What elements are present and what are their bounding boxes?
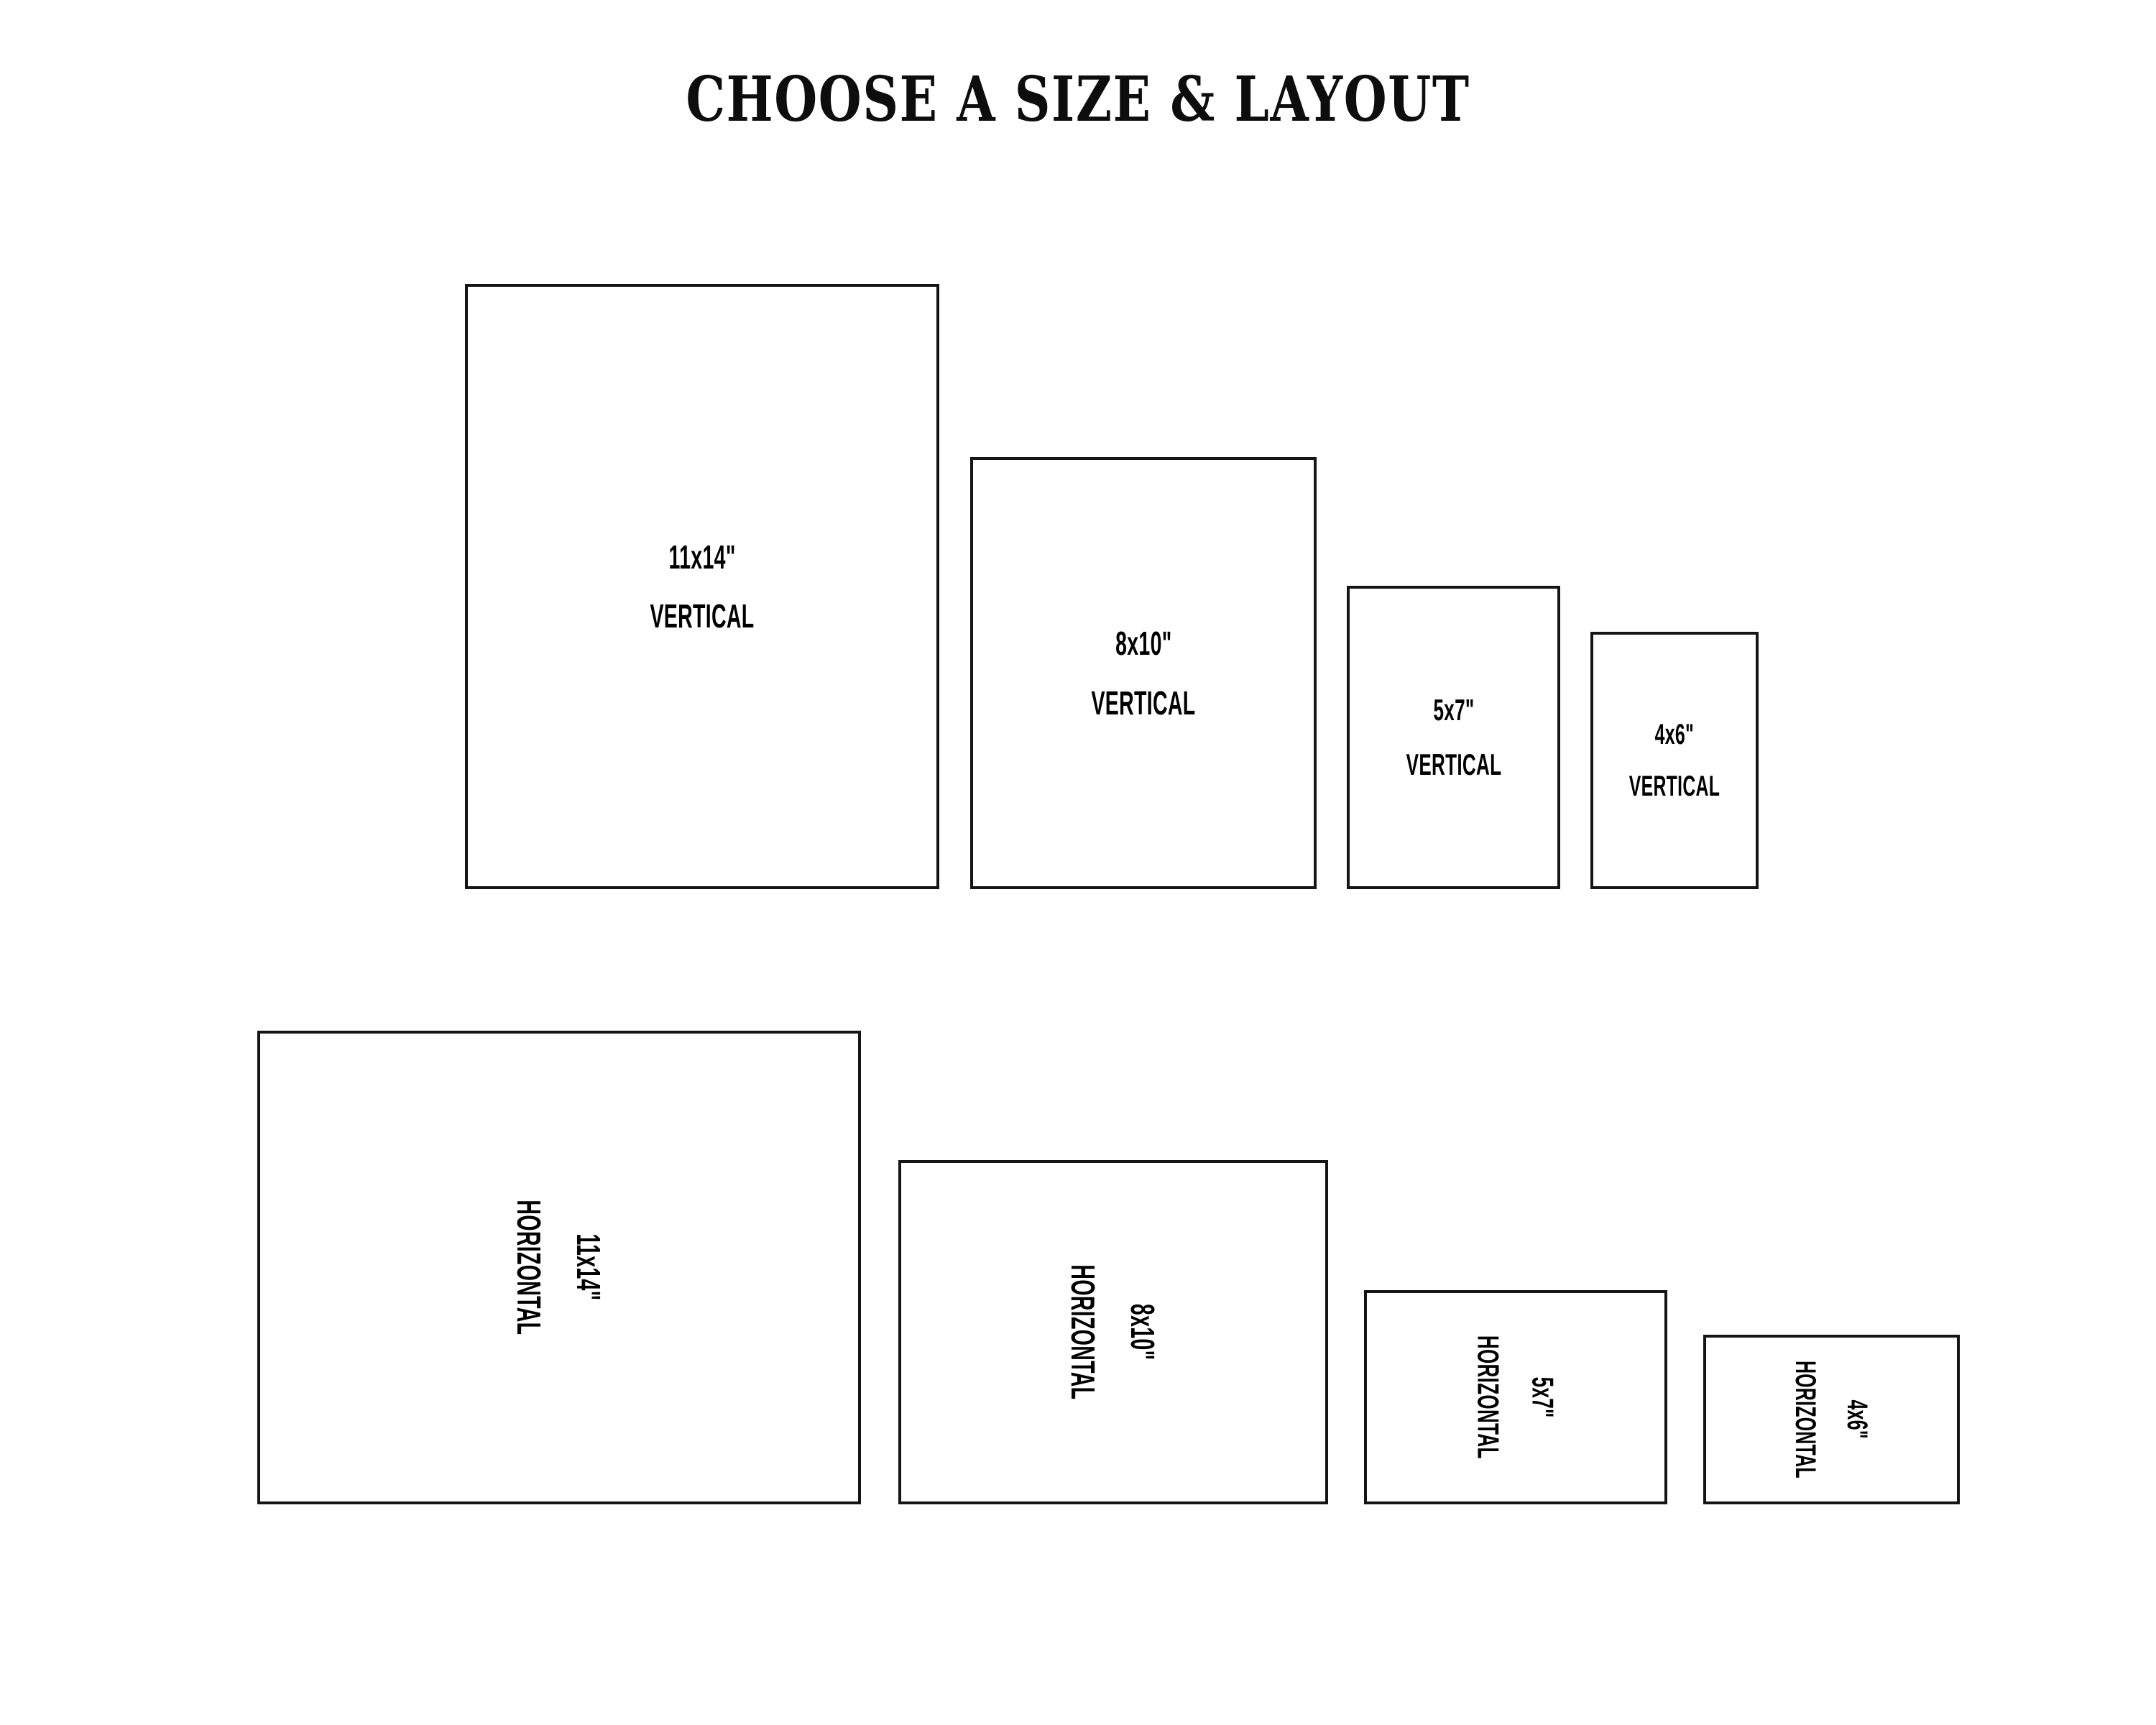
frame-option-v-4x6[interactable]: 4x6" VERTICAL (1590, 632, 1759, 889)
frame-label-group: 8x10" VERTICAL (973, 460, 1314, 886)
frame-orientation-label: VERTICAL (1628, 770, 1720, 802)
frame-orientation-label: VERTICAL (1406, 747, 1501, 781)
frame-label-group: 11x14" HORIZONTAL (260, 1034, 858, 1501)
frame-option-v-11x14[interactable]: 11x14" VERTICAL (465, 284, 939, 889)
frame-orientation-label: HORIZONTAL (1064, 1264, 1102, 1400)
frame-label-group: 4x6" HORIZONTAL (1706, 1338, 1957, 1501)
frame-size-label: 8x10" (1115, 625, 1172, 663)
frame-option-h-4x6[interactable]: 4x6" HORIZONTAL (1703, 1335, 1960, 1504)
rotated-label-stack: 8x10" HORIZONTAL (1064, 1223, 1162, 1441)
frame-size-label: 5x7" (1526, 1376, 1560, 1418)
frame-label-group: 5x7" HORIZONTAL (1367, 1293, 1664, 1501)
frame-orientation-label: HORIZONTAL (1472, 1335, 1506, 1459)
frame-orientation-label: VERTICAL (1091, 684, 1196, 722)
frame-size-label: 4x6" (1654, 719, 1695, 750)
page-title: CHOOSE A SIZE & LAYOUT (686, 63, 1470, 136)
frame-label-group: 11x14" VERTICAL (468, 287, 936, 886)
frame-size-label: 5x7" (1432, 693, 1475, 727)
frame-label-group: 5x7" VERTICAL (1350, 589, 1557, 886)
frame-option-h-8x10[interactable]: 8x10" HORIZONTAL (898, 1160, 1328, 1504)
frame-size-label: 4x6" (1841, 1399, 1874, 1440)
frame-option-h-11x14[interactable]: 11x14" HORIZONTAL (257, 1031, 861, 1504)
frame-option-h-5x7[interactable]: 5x7" HORIZONTAL (1364, 1290, 1667, 1504)
frame-size-label: 11x14" (570, 1233, 608, 1302)
frame-option-v-8x10[interactable]: 8x10" VERTICAL (970, 457, 1317, 889)
rotated-label-stack: 11x14" HORIZONTAL (510, 1159, 608, 1376)
frame-size-label: 8x10" (1124, 1304, 1162, 1361)
frame-orientation-label: HORIZONTAL (510, 1200, 548, 1335)
frame-label-group: 4x6" VERTICAL (1593, 635, 1756, 886)
frame-size-label: 11x14" (668, 538, 736, 576)
frame-orientation-label: HORIZONTAL (1789, 1361, 1822, 1478)
frame-orientation-label: VERTICAL (650, 597, 755, 635)
frame-label-group: 8x10" HORIZONTAL (901, 1163, 1325, 1501)
rotated-label-stack: 5x7" HORIZONTAL (1472, 1297, 1560, 1496)
rotated-label-stack: 4x6" HORIZONTAL (1789, 1325, 1874, 1514)
frame-option-v-5x7[interactable]: 5x7" VERTICAL (1347, 586, 1560, 889)
